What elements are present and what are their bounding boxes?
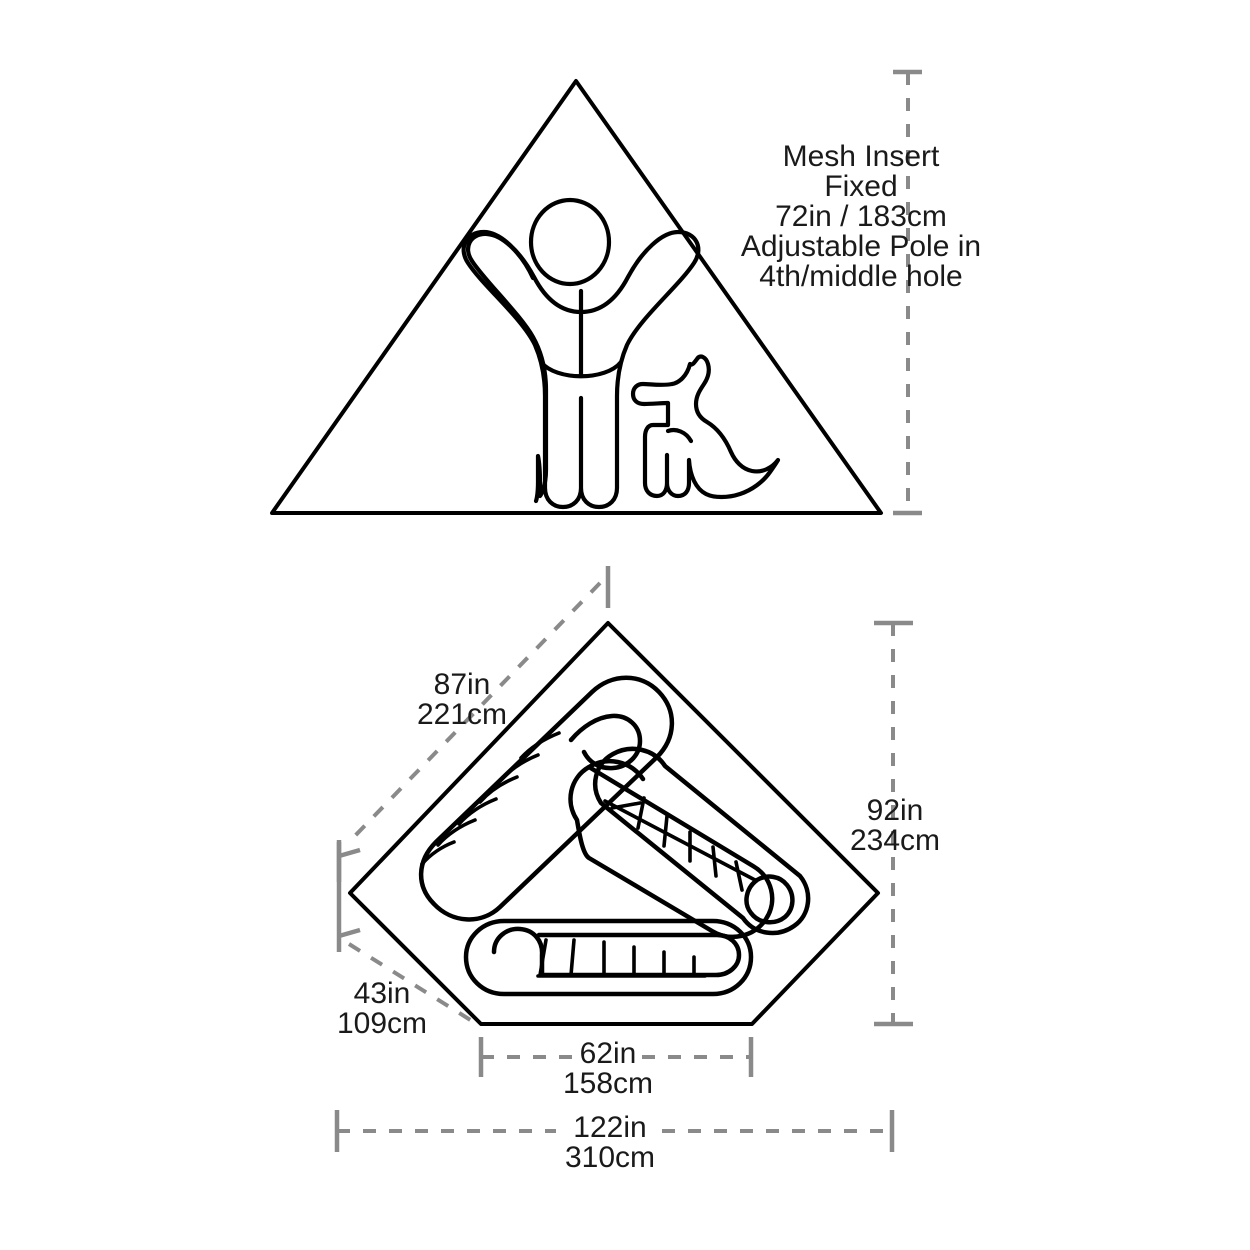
- tent-triangle-outline: [270, 79, 883, 515]
- note-line-1: Mesh Insert: [783, 140, 940, 173]
- mesh-insert-note: Mesh Insert Fixed 72in / 183cm Adjustabl…: [741, 140, 981, 293]
- floor-plan-outline: [348, 621, 880, 1026]
- dimension-122in: 122in 310cm: [334, 1110, 895, 1174]
- sleeping-bag-3-baffles: [538, 938, 696, 977]
- dim-87-in-label: 87in: [434, 668, 491, 701]
- dim-43-tick-bottom: [338, 927, 361, 939]
- sleeping-bag-2-body: [592, 746, 811, 936]
- sleeping-bag-2-outline: [568, 758, 775, 940]
- note-line-4: Adjustable Pole in: [741, 230, 981, 263]
- sleeping-bag-2: [568, 746, 811, 940]
- sleeping-bag-1-baffles: [420, 731, 561, 866]
- dim-62-cm-label: 158cm: [563, 1067, 653, 1100]
- person-figure: [461, 197, 701, 510]
- dog-silhouette: [630, 354, 781, 500]
- dim-122-in-label: 122in: [573, 1111, 646, 1144]
- dim-92-cm-label: 234cm: [850, 824, 940, 857]
- dim-43-in-label: 43in: [354, 977, 411, 1010]
- dim-92-in-label: 92in: [867, 794, 924, 827]
- sleeping-bag-3-body: [491, 926, 742, 978]
- person-silhouette: [461, 229, 701, 510]
- front-elevation-group: Mesh Insert Fixed 72in / 183cm Adjustabl…: [270, 69, 981, 516]
- dim-87-line: [347, 581, 602, 844]
- note-line-5: 4th/middle hole: [759, 260, 962, 293]
- dimension-87in: 87in 221cm: [336, 566, 611, 882]
- elevation-height-dimension: [893, 69, 922, 516]
- dimension-62in: 62in 158cm: [478, 1037, 754, 1100]
- sleeping-bag-2-hood: [744, 874, 795, 925]
- note-line-2: Fixed: [824, 170, 897, 203]
- dim-43-tick-top: [338, 847, 361, 859]
- dim-43-cm-label: 109cm: [337, 1007, 427, 1040]
- sleeping-bag-3-outline: [463, 918, 754, 997]
- dim-62-in-label: 62in: [580, 1037, 637, 1070]
- dog-haunch-line: [665, 427, 694, 444]
- sleeping-bag-2-top-edge: [603, 799, 757, 882]
- sleeping-bag-3: [463, 918, 754, 997]
- dimension-92in: 92in 234cm: [850, 620, 940, 1027]
- dim-122-cm-label: 310cm: [565, 1141, 655, 1174]
- note-line-3: 72in / 183cm: [775, 200, 947, 233]
- floor-plan-group: 87in 221cm 43in 109cm 92in 234cm 62in: [334, 566, 940, 1174]
- dim-87-cm-label: 221cm: [417, 698, 507, 731]
- sleeping-bag-1: [418, 675, 675, 922]
- sleeping-bag-1-outline: [418, 675, 675, 922]
- dog-figure: [630, 354, 781, 500]
- person-head: [528, 197, 612, 287]
- dimension-43in: 43in 109cm: [336, 842, 482, 1040]
